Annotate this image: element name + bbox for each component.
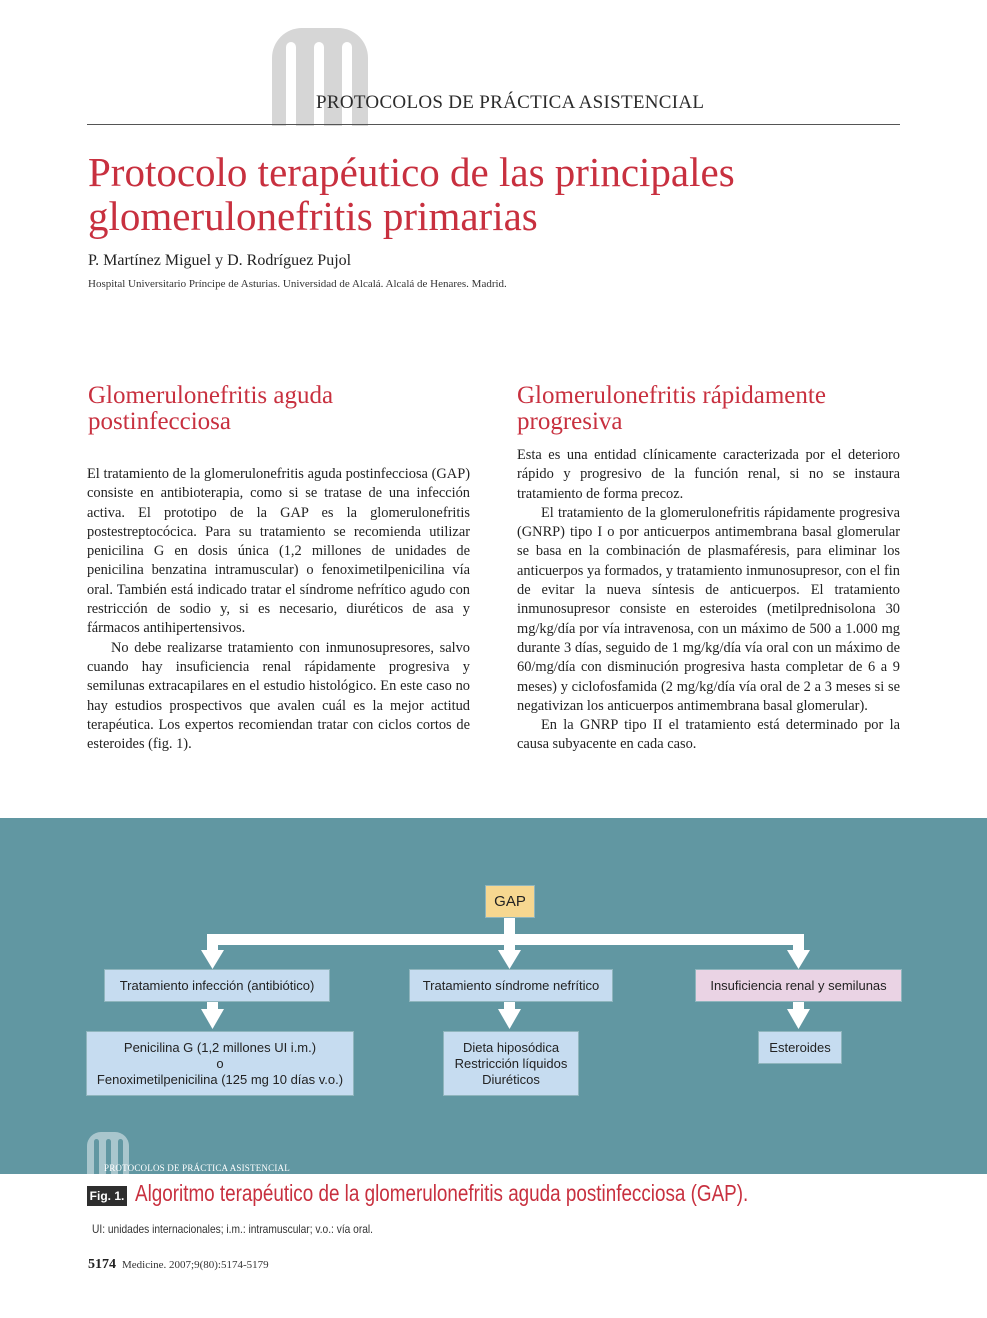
m-arches-watermark-icon <box>87 1132 129 1174</box>
figure-panel: GAP Tratamiento infección (antibiótico) … <box>0 818 987 1174</box>
flow-node-line: Fenoximetilpenicilina (125 mg 10 días v.… <box>96 1071 344 1087</box>
flowchart-arrows <box>201 918 810 1029</box>
flow-node-line: Restricción líquidos <box>454 1055 568 1071</box>
section-label: PROTOCOLOS DE PRÁCTICA ASISTENCIAL <box>316 92 705 113</box>
flow-node-line: o <box>216 1055 224 1071</box>
page-number: 5174 <box>88 1257 116 1272</box>
flow-node-renal-failure: Insuficiencia renal y semilunas <box>695 969 902 1002</box>
flow-node-steroids: Esteroides <box>758 1031 842 1064</box>
figure-tag: Fig. 1. <box>87 1186 127 1206</box>
flow-node-infection-treatment: Tratamiento infección (antibiótico) <box>104 969 330 1002</box>
article-authors: P. Martínez Miguel y D. Rodríguez Pujol <box>88 252 352 269</box>
article-affiliation: Hospital Universitario Príncipe de Astur… <box>88 278 507 290</box>
flow-node-diet: Dieta hiposódica Restricción líquidos Di… <box>443 1031 579 1096</box>
figure-note: UI: unidades internacionales; i.m.: intr… <box>92 1222 374 1236</box>
section-body-gnrp: Esta es una entidad clínicamente caracte… <box>517 446 900 755</box>
section-body-gap: El tratamiento de la glomerulonefritis a… <box>87 465 470 754</box>
section-title-gnrp: Glomerulonefritis rápidamente progresiva <box>517 382 826 435</box>
m-arches-logo <box>272 28 368 126</box>
section-title-gap: Glomerulonefritis aguda postinfecciosa <box>88 382 334 435</box>
flow-node-line: Diuréticos <box>482 1071 540 1087</box>
paragraph: El tratamiento de la glomerulonefritis r… <box>517 504 900 714</box>
flow-node-nephritic-treatment: Tratamiento síndrome nefrítico <box>409 969 613 1002</box>
paragraph: No debe realizarse tratamiento con inmun… <box>87 639 470 753</box>
header-divider <box>87 124 900 125</box>
figure-watermark-label: PROTOCOLOS DE PRÁCTICA ASISTENCIAL <box>104 1163 290 1173</box>
figure-caption: Algoritmo terapéutico de la glomerulonef… <box>135 1180 749 1206</box>
flow-node-line: Penicilina G (1,2 millones UI i.m.) <box>123 1039 317 1055</box>
flow-node-gap: GAP <box>485 885 535 918</box>
flow-node-line: Dieta hiposódica <box>462 1039 560 1055</box>
paragraph: Esta es una entidad clínicamente caracte… <box>517 447 900 502</box>
journal-citation: Medicine. 2007;9(80):5174-5179 <box>122 1259 269 1271</box>
flow-node-penicillin: Penicilina G (1,2 millones UI i.m.) o Fe… <box>86 1031 354 1096</box>
paragraph: En la GNRP tipo II el tratamiento está d… <box>517 717 900 753</box>
article-title: Protocolo terapéutico de las principales… <box>88 149 735 239</box>
paragraph: El tratamiento de la glomerulonefritis a… <box>87 466 470 637</box>
